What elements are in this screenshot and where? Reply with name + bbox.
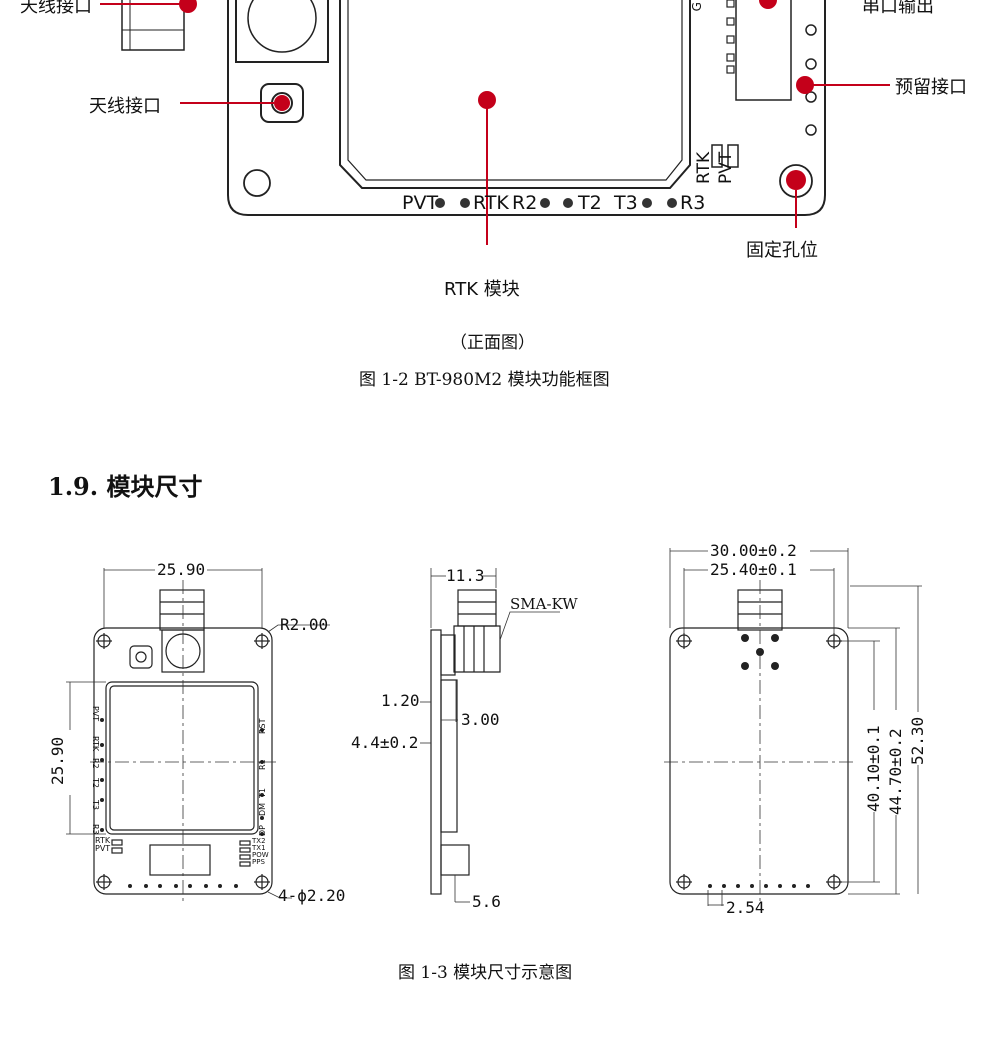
- front-label-r2: R2: [91, 758, 100, 769]
- front-label-t1: T1: [258, 788, 267, 798]
- front-label-r3: R3: [91, 824, 100, 835]
- view-caption: （正面图）: [450, 333, 535, 353]
- dim-front-height: 25.90: [48, 736, 67, 785]
- front-bottom-left-labels: RTK PVT: [95, 837, 110, 853]
- dim-back-hole-spacing: 25.40±0.1: [710, 560, 797, 579]
- front-label-pow: POW: [252, 851, 269, 859]
- front-label-rst: RST: [258, 718, 267, 734]
- dim-back-width: 30.00±0.2: [710, 541, 797, 560]
- front-label-dp: DP: [258, 825, 267, 836]
- front-label-rtk: RTK: [91, 736, 100, 752]
- led-label-t3: T3: [614, 192, 638, 214]
- dim-side-connector: SMA-KW: [510, 595, 578, 613]
- rtk-module-label: RTK 模块: [444, 279, 520, 300]
- antenna-port-top-label: 天线接口: [20, 0, 92, 17]
- dim-side-bottom: 5.6: [472, 892, 501, 911]
- led-label-r3: R3: [680, 192, 706, 214]
- front-label-pvt: PVT: [91, 706, 100, 722]
- figure-caption-1-2: 图 1-2 BT-980M2 模块功能框图: [359, 370, 610, 390]
- front-label-pvt-bottom: PVT: [95, 844, 111, 853]
- dim-side-b: 3.00: [461, 710, 500, 729]
- front-label-t3: T3: [91, 800, 100, 810]
- led-label-t2: T2: [578, 192, 602, 214]
- dim-front-holes: 4-ϕ2.20: [278, 886, 346, 905]
- front-label-pps: PPS: [252, 858, 265, 866]
- front-label-t2: T2: [91, 778, 100, 788]
- front-label-rtk-bottom: RTK: [95, 836, 111, 845]
- front-view-diagram: [100, 0, 890, 245]
- led-label-pvt: PVT: [402, 192, 439, 214]
- dim-back-hole-vertical: 40.10±0.1: [864, 725, 883, 812]
- figure-caption-1-3: 图 1-3 模块尺寸示意图: [398, 963, 573, 983]
- dim-front-radius: R2.00: [280, 615, 329, 634]
- section-heading: 1.9. 模块尺寸: [48, 472, 203, 501]
- led-label-rtk: RTK: [473, 192, 509, 214]
- side-label-rtk: RTK: [694, 151, 714, 184]
- reserved-port-label: 预留接口: [895, 77, 967, 98]
- connector-pin-labels: G: [690, 2, 720, 82]
- front-label-tx2: TX2: [252, 837, 266, 845]
- front-left-labels: PVT RTK R2 T2 T3 R3: [88, 706, 104, 846]
- led-label-r2: R2: [512, 192, 538, 214]
- front-label-tx1: TX1: [252, 844, 266, 852]
- pin-label: G: [690, 2, 704, 12]
- dim-side-c: 4.4±0.2: [351, 733, 419, 752]
- dim-back-total-height: 52.30: [908, 716, 927, 765]
- front-right-labels: RST R1 T1 DM DP: [258, 712, 274, 842]
- dim-back-pin-pitch: 2.54: [726, 898, 765, 917]
- dimension-drawing: [66, 548, 922, 906]
- front-bottom-right-labels: TX2 TX1 POW PPS: [252, 838, 269, 866]
- mount-hole-label: 固定孔位: [746, 240, 818, 261]
- dim-front-width: 25.90: [157, 560, 206, 579]
- side-label-pvt: PVT: [716, 151, 736, 184]
- dim-back-inner-height: 44.70±0.2: [886, 728, 905, 815]
- dim-side-top: 11.3: [446, 566, 485, 585]
- front-label-dm: DM: [258, 802, 267, 816]
- front-label-r1: R1: [258, 759, 267, 770]
- dim-side-a: 1.20: [381, 691, 420, 710]
- antenna-port-label: 天线接口: [89, 96, 161, 117]
- serial-output-label: 串口输出: [862, 0, 934, 17]
